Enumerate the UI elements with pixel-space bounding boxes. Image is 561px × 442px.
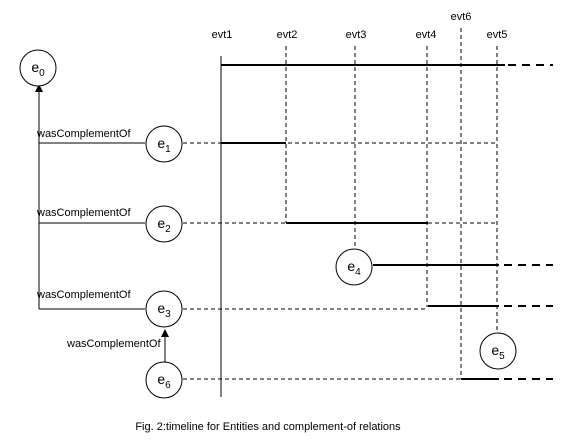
entity-node-e4[interactable]: e4 bbox=[335, 248, 373, 286]
entity-subscript: 2 bbox=[165, 224, 171, 235]
relation-label-e2: wasComplementOf bbox=[36, 207, 131, 219]
figure-caption: Fig. 2:timeline for Entities and complem… bbox=[135, 421, 401, 433]
entity-subscript: 4 bbox=[355, 267, 361, 278]
entity-node-e1[interactable]: e1 bbox=[145, 125, 183, 163]
entity-node-e5[interactable]: e5 bbox=[479, 332, 517, 370]
entity-subscript: 0 bbox=[39, 68, 45, 79]
relation-label-e6: wasComplementOf bbox=[66, 338, 161, 350]
svg-text:e3: e3 bbox=[157, 300, 171, 320]
svg-text:e6: e6 bbox=[157, 371, 171, 391]
entity-name: e bbox=[157, 371, 165, 387]
svg-text:e0: e0 bbox=[31, 59, 45, 79]
relation-label-e3: wasComplementOf bbox=[36, 289, 131, 301]
entity-subscript: 1 bbox=[165, 144, 171, 155]
entity-name: e bbox=[157, 135, 165, 151]
event-label-evt2: evt2 bbox=[277, 29, 298, 41]
event-label-evt5: evt5 bbox=[487, 29, 508, 41]
svg-text:e1: e1 bbox=[157, 135, 171, 155]
entity-node-e2[interactable]: e2 bbox=[145, 205, 183, 243]
entity-name: e bbox=[347, 258, 355, 274]
entity-node-e3[interactable]: e3 bbox=[145, 290, 183, 328]
entity-node-e0[interactable]: e0 bbox=[19, 49, 57, 87]
entity-name: e bbox=[157, 215, 165, 231]
event-label-evt3: evt3 bbox=[346, 29, 367, 41]
entity-subscript: 3 bbox=[165, 309, 171, 320]
event-label-evt1: evt1 bbox=[212, 29, 233, 41]
svg-text:e4: e4 bbox=[347, 258, 361, 278]
svg-text:e5: e5 bbox=[491, 342, 505, 362]
svg-text:e2: e2 bbox=[157, 215, 171, 235]
event-label-evt6: evt6 bbox=[451, 11, 472, 23]
entity-name: e bbox=[491, 342, 499, 358]
entity-subscript: 5 bbox=[499, 351, 505, 362]
entity-name: e bbox=[31, 59, 39, 75]
entity-name: e bbox=[157, 300, 165, 316]
event-label-evt4: evt4 bbox=[416, 29, 437, 41]
entity-subscript: 6 bbox=[165, 380, 171, 391]
entity-node-e6[interactable]: e6 bbox=[145, 361, 183, 399]
relation-label-e1: wasComplementOf bbox=[36, 128, 131, 140]
